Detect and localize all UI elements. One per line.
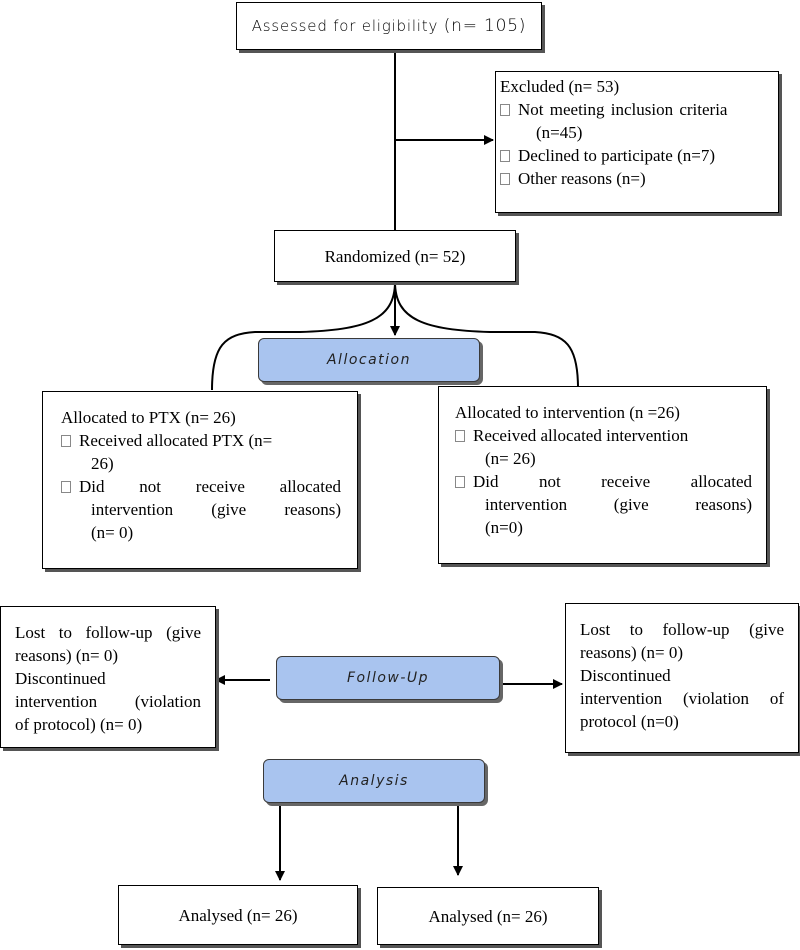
followup-left-line: reasons) (n= 0) [15,646,119,665]
excluded-item: Declined to participate (n=7) [500,144,774,167]
followup-left-line: Discontinued [15,669,106,688]
analysis-phase-label: Analysis [263,759,485,803]
analysed-left-box: Analysed (n= 26) [118,885,358,945]
excluded-item-cont: (n=45) [536,123,583,142]
allocated-intervention-title: Allocated to intervention (n =26) [455,403,680,422]
not-received-line: Did not receive allocated [61,475,341,498]
assessed-count: (n= 105) [443,16,527,36]
followup-left-line: Lost to follow-up (give [15,623,201,642]
follow-up-phase-label: Follow-Up [276,656,500,700]
not-received-cont: intervention (give reasons) [485,495,752,514]
bullet-icon [500,104,510,116]
bullet-icon [500,173,510,185]
assessed-box: Assessed for eligibility (n= 105) [236,2,542,50]
allocation-phase-label: Allocation [258,338,480,382]
followup-right-line: Discontinued [580,666,671,685]
followup-left-line: of protocol) (n= 0) [15,715,143,734]
randomized-box: Randomized (n= 52) [274,230,516,282]
received-intervention-cont: (n= 26) [485,449,536,468]
bullet-icon [500,150,510,162]
analysed-right-box: Analysed (n= 26) [377,887,599,945]
followup-right-line: Lost to follow-up (give [580,620,784,639]
bullet-icon [61,435,71,447]
analysed-left-label: Analysed (n= 26) [178,905,298,925]
not-received-line: Did not receive allocated [455,470,752,493]
bullet-icon [455,476,465,488]
followup-right-line: intervention (violation of [580,689,784,708]
bullet-icon [455,430,465,442]
randomized-label: Randomized (n= 52) [324,246,466,266]
excluded-box: Excluded (n= 53) Not meeting inclusion c… [495,71,779,213]
analysed-right-label: Analysed (n= 26) [428,906,548,926]
received-intervention-line: Received allocated intervention [455,424,752,447]
assessed-label: Assessed for eligibility [251,17,439,35]
not-received-cont: intervention (give reasons) [91,500,341,519]
excluded-title: Excluded (n= 53) [500,77,620,96]
brace-right [394,281,579,389]
followup-right-line: protocol (n=0) [580,712,679,731]
allocated-intervention-box: Allocated to intervention (n =26) Receiv… [438,386,767,564]
bullet-icon [61,481,71,493]
followup-right-line: reasons) (n= 0) [580,643,684,662]
received-ptx-line: Received allocated PTX (n= [61,429,341,452]
followup-left-box: Lost to follow-up (give reasons) (n= 0) … [0,606,216,748]
followup-left-line: intervention (violation [15,692,201,711]
brace-left [211,281,396,391]
excluded-item: Not meeting inclusion criteria [500,98,774,121]
excluded-item: Other reasons (n=) [500,167,774,190]
allocated-ptx-box: Allocated to PTX (n= 26) Received alloca… [42,391,358,569]
received-ptx-cont: 26) [91,454,114,473]
not-received-count: (n= 0) [91,523,134,542]
not-received-count: (n=0) [485,518,523,537]
followup-right-box: Lost to follow-up (give reasons) (n= 0) … [565,603,799,753]
allocated-ptx-title: Allocated to PTX (n= 26) [61,408,236,427]
